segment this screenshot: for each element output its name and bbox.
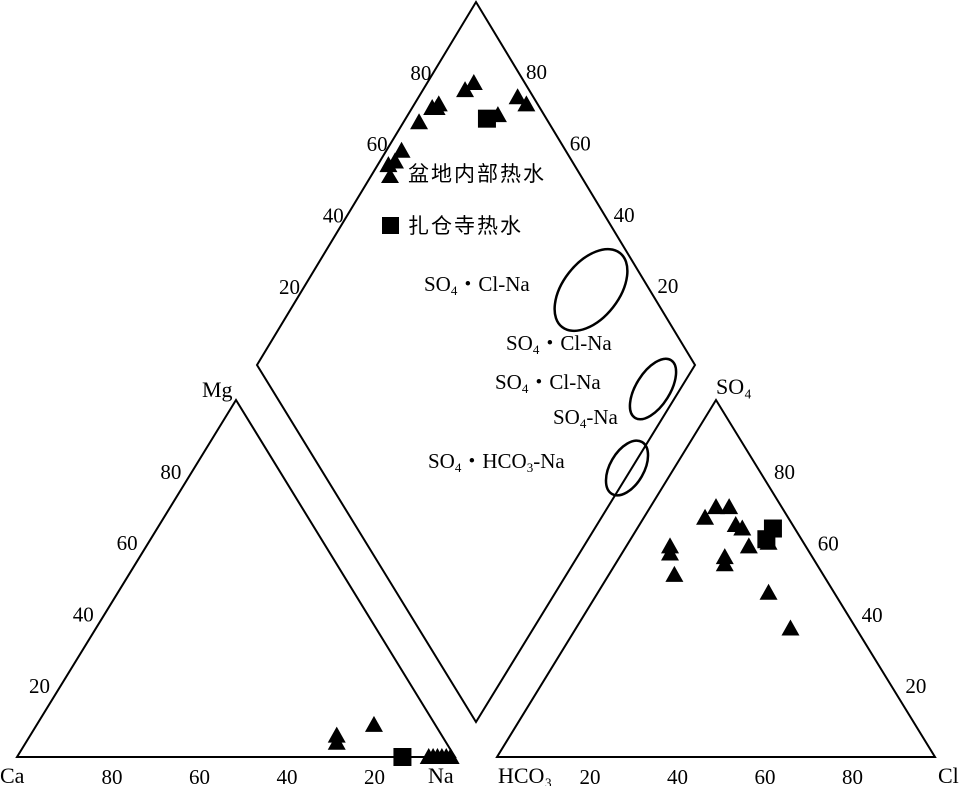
diamond-left-tick: 60 (367, 132, 388, 156)
water-type-ellipses (553, 247, 678, 497)
cation-bottom-tick: 20 (364, 765, 385, 786)
diamond-right-tick: 40 (614, 203, 635, 227)
anion-right-tick: 40 (862, 603, 883, 627)
cation-bottom-tick: 40 (277, 765, 298, 786)
diamond-point-10 (392, 141, 411, 158)
data-points (327, 73, 800, 766)
diamond-point-8 (423, 98, 442, 115)
cation-vertex-right: Na (428, 763, 454, 786)
anion-point-1 (707, 498, 725, 515)
diamond-point-4 (464, 73, 483, 90)
vertex-labels: Ca Na Mg HCO₃ Cl SO₄ (0, 374, 959, 786)
water-type-label-2: SO4・Cl-Na (506, 331, 612, 357)
diamond-left-tick: 20 (279, 275, 300, 299)
cation-left-tick: 40 (73, 603, 94, 627)
diamond-point-12 (379, 156, 398, 173)
diamond-right-tick: 60 (570, 131, 591, 155)
anion-point-8 (739, 537, 758, 554)
anion-point-12 (665, 565, 684, 582)
water-type-labels: SO4・Cl-Na SO4・Cl-Na SO4・Cl-Na SO4-Na SO4… (424, 272, 619, 475)
anion-bottom-tick: 40 (667, 765, 688, 786)
anion-point-5 (733, 519, 752, 536)
anion-bottom-tick: 60 (755, 765, 776, 786)
legend: 盆地内部热水 扎仓寺热水 (381, 162, 546, 238)
anion-vertex-right: Cl (938, 763, 959, 786)
cation-vertex-left: Ca (0, 763, 25, 786)
anion-right-tick: 20 (905, 674, 926, 698)
anion-vertex-top: SO₄ (716, 374, 752, 399)
cation-left-tick: 80 (160, 460, 181, 484)
cation-point-3 (327, 733, 346, 750)
legend-square-marker (382, 217, 399, 234)
diamond-point-9 (410, 113, 429, 130)
group-ellipse-5 (604, 439, 650, 497)
cation-left-tick: 60 (117, 531, 138, 555)
cation-triangle (15, 398, 457, 758)
anion-point-14 (781, 619, 800, 636)
anion-bottom-tick: 20 (580, 765, 601, 786)
group-ellipse-1 (553, 247, 629, 333)
water-type-label-5: SO4・HCO3-Na (428, 449, 565, 475)
diamond-point-5 (456, 81, 475, 98)
diamond-point-13 (477, 109, 496, 128)
anion-right-tick: 60 (818, 531, 839, 555)
anion-point-13 (759, 583, 778, 600)
water-type-label-3: SO4・Cl-Na (495, 370, 601, 396)
water-type-label-1: SO4・Cl-Na (424, 272, 530, 298)
diamond-point-1 (508, 88, 527, 105)
water-type-label-4: SO4-Na (553, 405, 619, 431)
central-diamond (255, 0, 697, 724)
anion-right-tick: 80 (774, 460, 795, 484)
anion-point-10 (715, 555, 734, 572)
diagram-frame (15, 0, 937, 758)
anion-bottom-tick: 80 (842, 765, 863, 786)
cation-left-tick: 20 (29, 674, 50, 698)
legend-triangle-marker (381, 168, 399, 183)
diamond-right-tick: 80 (526, 60, 547, 84)
diamond-right-tick: 20 (657, 274, 678, 298)
legend-label-zhacangsi-hot-water: 扎仓寺热水 (408, 214, 523, 238)
group-ellipse-3 (628, 357, 678, 421)
anion-point-2 (720, 498, 739, 515)
cation-bottom-tick: 80 (102, 765, 123, 786)
cation-point-1 (364, 715, 383, 732)
cation-point-10 (393, 748, 412, 766)
cation-vertex-top: Mg (202, 377, 233, 402)
cation-point-9 (419, 748, 438, 764)
anion-point-16 (757, 530, 776, 549)
diamond-left-tick: 80 (410, 61, 431, 85)
anion-triangle (495, 398, 937, 758)
diamond-point-2 (517, 95, 536, 112)
anion-point-3 (696, 508, 715, 525)
axis-tick-labels: 80 60 40 20 20 40 60 80 20 40 60 80 80 60 40 20 20 40 60 80… (29, 60, 926, 786)
anion-point-7 (661, 544, 680, 561)
anion-vertex-left: HCO₃ (498, 763, 552, 786)
diamond-left-tick: 40 (323, 204, 344, 228)
legend-label-basin-hot-water: 盆地内部热水 (408, 162, 546, 186)
cation-bottom-tick: 60 (189, 765, 210, 786)
